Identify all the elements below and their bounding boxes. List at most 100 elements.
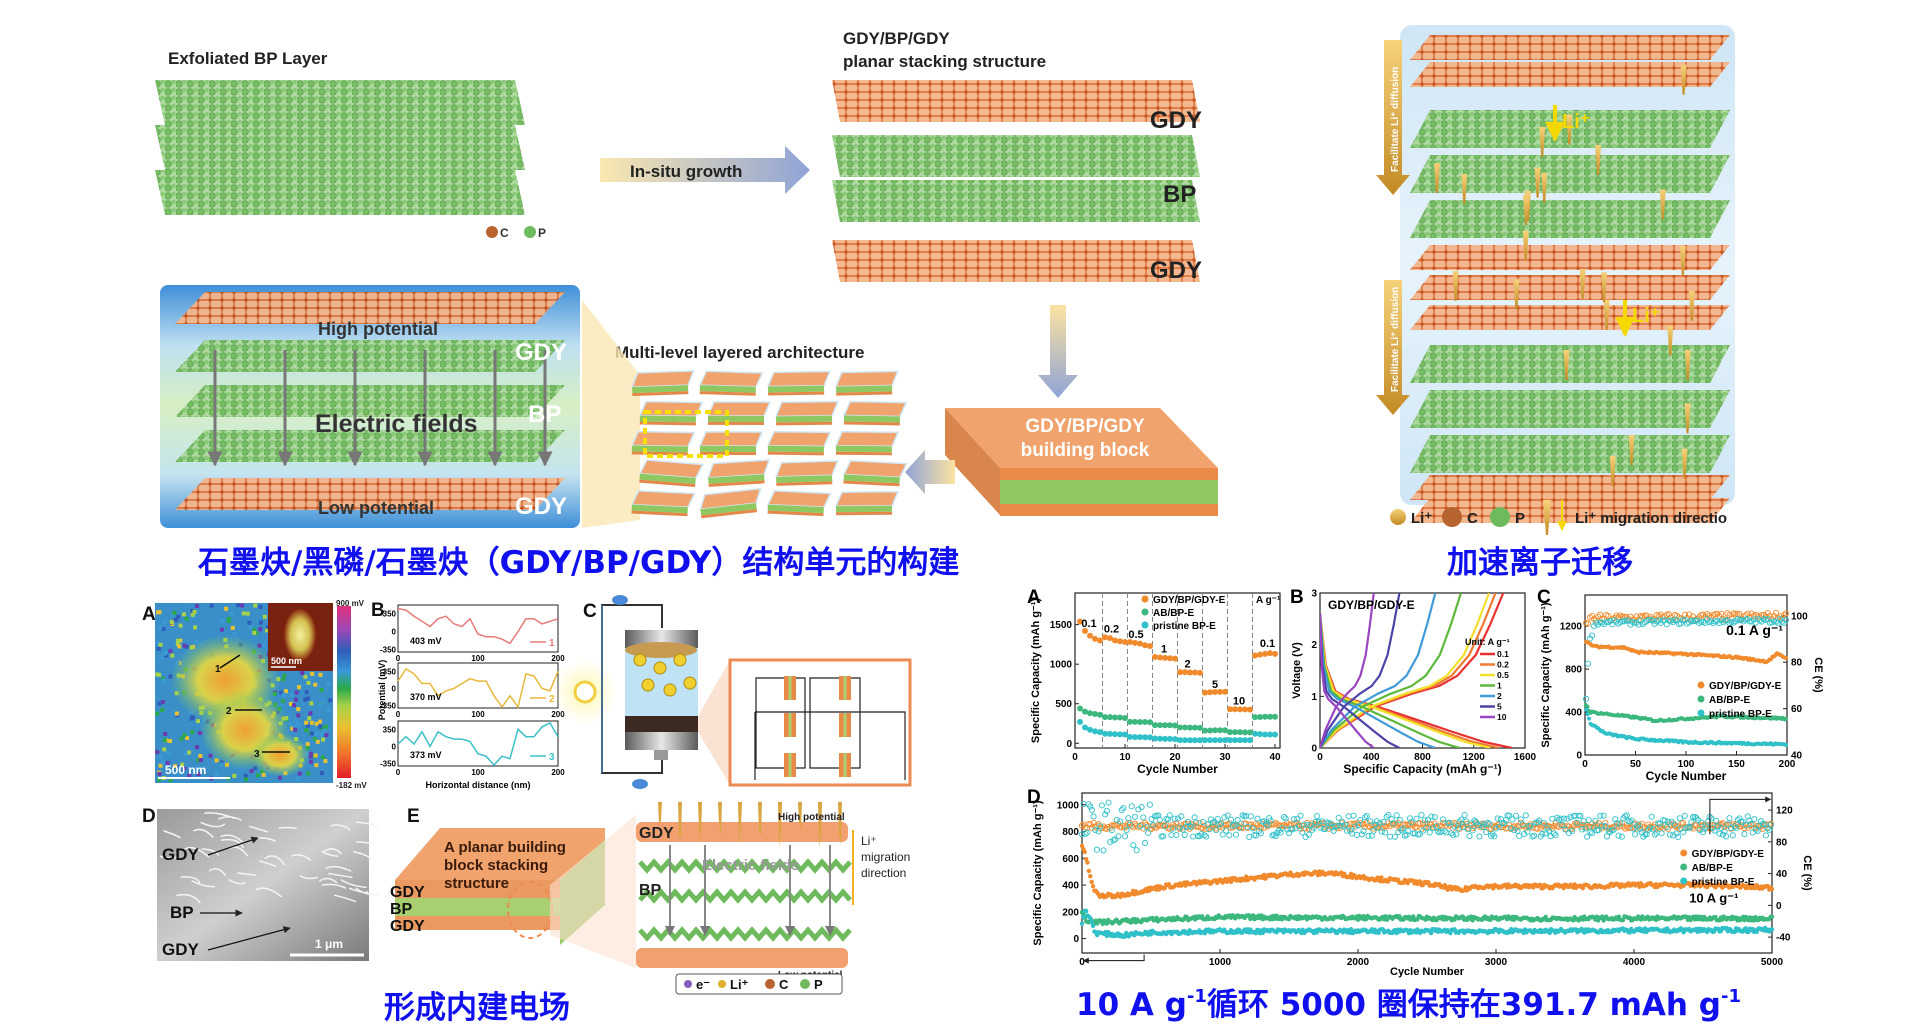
x-tick-label: 0 <box>1079 957 1085 968</box>
ce-point <box>1739 821 1746 828</box>
bp-sheet <box>155 125 525 170</box>
bp-sheet <box>155 80 525 125</box>
stack-label-gdy-bottom: GDY <box>1150 257 1202 284</box>
ce-point <box>1504 812 1511 819</box>
kpfm-pixel <box>161 678 166 683</box>
ce-point <box>1732 618 1739 625</box>
ce-point <box>1100 847 1107 854</box>
ce-point <box>1749 829 1756 836</box>
data-point <box>1267 731 1273 738</box>
ce-point <box>1232 831 1240 838</box>
ce-point <box>1305 831 1312 838</box>
ce-point <box>1363 819 1370 826</box>
ce-point <box>1557 815 1564 822</box>
kpfm-pixel <box>295 776 300 781</box>
ce-point <box>1650 826 1657 833</box>
legend-marker <box>1697 709 1705 717</box>
data-point <box>1222 688 1228 695</box>
data-point <box>1274 913 1279 918</box>
sem-flake <box>330 824 351 831</box>
kpfm-pixel <box>244 777 249 782</box>
ce-point <box>1661 817 1668 824</box>
data-point <box>1082 627 1088 634</box>
diffusion-arrow-bottom: Facilitate Li⁺ diffusion <box>1376 280 1410 415</box>
data-point <box>1089 879 1094 885</box>
colorbar-min: -182 mV <box>336 781 367 790</box>
data-point <box>1077 618 1083 625</box>
y-tick-label: 800 <box>1062 827 1079 838</box>
ce-point <box>1484 819 1491 826</box>
ce-point <box>1628 817 1635 824</box>
stack-title-line2: planar stacking structure <box>843 52 1046 71</box>
ce-point <box>1713 817 1720 824</box>
bp-sheet <box>175 340 565 372</box>
li-ion-cone <box>1679 246 1686 277</box>
legend-label: GDY/BP/GDY-E <box>1709 681 1782 692</box>
ce-point <box>1186 825 1193 832</box>
ce-point <box>1118 806 1125 813</box>
data-point <box>1182 669 1188 676</box>
data-point <box>1083 856 1089 862</box>
ce-point <box>1223 827 1230 834</box>
x-tick-label: 100 <box>471 710 485 719</box>
ce-point <box>1416 820 1423 827</box>
kpfm-pixel <box>160 700 165 705</box>
ce-point <box>1107 838 1114 845</box>
kpfm-pixel <box>314 763 319 768</box>
ce-point <box>1168 832 1175 839</box>
ce-point <box>1673 617 1680 624</box>
ce-point <box>1754 827 1761 834</box>
li-ion-cone <box>1563 350 1570 381</box>
data-point <box>1172 722 1178 729</box>
data-point <box>1127 733 1133 740</box>
ce-point <box>1431 814 1438 821</box>
sem-label-bp: BP <box>170 903 194 922</box>
kpfm-pixel <box>261 772 266 777</box>
ce-point <box>1231 821 1238 828</box>
ce-point <box>1738 818 1745 825</box>
ce-point <box>1143 821 1150 828</box>
ce-point <box>1148 815 1155 823</box>
sem-flake <box>291 854 312 862</box>
charge-curve <box>1320 593 1505 748</box>
capacitor-icon <box>839 713 851 737</box>
data-point <box>1122 731 1128 738</box>
li-ion-cone <box>818 802 822 847</box>
ce-point <box>1708 618 1715 625</box>
construction-figure: Exfoliated BP Layer C P In-situ growth G… <box>155 29 1218 528</box>
data-point <box>1082 849 1087 855</box>
ce-point <box>1138 803 1145 811</box>
ce-point <box>1170 825 1177 832</box>
kpfm-pixel <box>174 711 179 716</box>
data-point <box>1097 729 1103 736</box>
data-point <box>1242 729 1248 736</box>
ce-point <box>1163 821 1170 828</box>
ce-point <box>1282 815 1289 822</box>
ce-point <box>1120 822 1127 829</box>
data-point <box>1379 875 1384 880</box>
line-marker-2: 2 <box>226 706 232 717</box>
kpfm-pixel <box>157 771 162 776</box>
ce-point <box>1160 833 1167 840</box>
panel-label: B <box>1290 587 1304 608</box>
y-tick-label: 1000 <box>1050 660 1073 671</box>
stack-title-line1: GDY/BP/GDY <box>843 29 950 48</box>
ce-point <box>1140 814 1147 821</box>
ce-point <box>1406 815 1413 822</box>
ce-point <box>1221 814 1228 821</box>
bp-sheet <box>175 385 565 417</box>
electron-icon <box>684 980 692 988</box>
gdy-sheet <box>1410 245 1730 270</box>
data-point <box>1162 885 1167 891</box>
kpfm-pixel <box>296 713 301 718</box>
legend-label: AB/BP-E <box>1692 863 1733 874</box>
sem-flake <box>180 876 201 884</box>
sem-flake <box>278 826 298 830</box>
layered-brick <box>698 431 764 456</box>
data-point <box>1102 634 1108 641</box>
ce-point <box>1723 833 1730 840</box>
panel-label-e: E <box>407 806 420 827</box>
y-tick-label: 1500 <box>1050 620 1073 631</box>
li-ion-icon <box>1390 509 1406 525</box>
legend-label: 5 <box>1497 702 1502 712</box>
